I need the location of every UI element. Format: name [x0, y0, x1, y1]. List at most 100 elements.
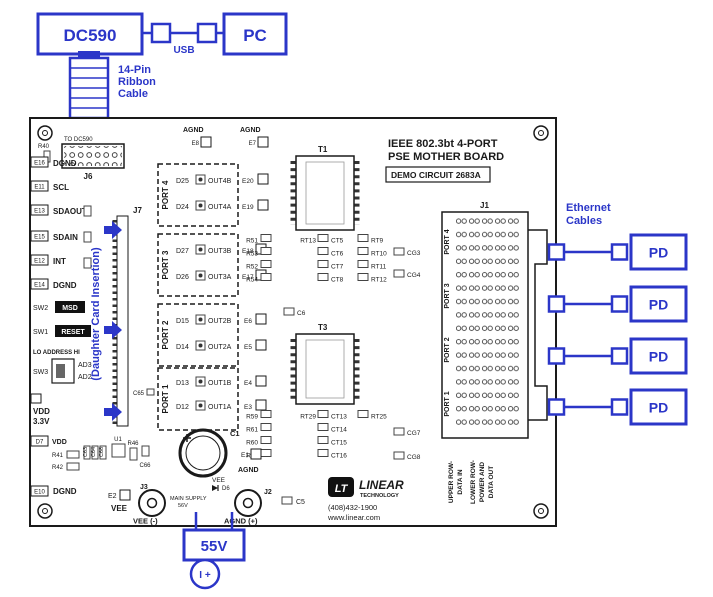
t3-label: T3 — [318, 323, 328, 332]
sw1-label: SW1 — [33, 329, 48, 336]
terminal-square — [255, 313, 267, 325]
e1-label: E1 — [241, 452, 249, 459]
r60-label: R60 — [246, 440, 258, 447]
j7-body — [116, 215, 129, 427]
bottom-components: R59 R61 R60 R62 RT29 CT13 CT14 CT15 CT16… — [246, 410, 421, 461]
insert-arrow-icon — [104, 221, 122, 239]
cap-part — [83, 445, 91, 460]
pd-label: PD — [649, 400, 668, 416]
part — [357, 234, 369, 242]
pd-label: PD — [649, 245, 668, 261]
part — [317, 436, 329, 444]
j3-label: J3 — [140, 484, 148, 491]
terminal-id: E19 — [242, 204, 254, 211]
c1-label: C1 — [230, 429, 240, 438]
rj45-plug — [610, 243, 629, 261]
led-ref: D13 — [176, 380, 189, 387]
r54-label: R54 — [246, 277, 258, 284]
agnd-c1-label: AGND — [238, 467, 259, 474]
j3-pin — [146, 497, 158, 509]
reset-label: RESET — [61, 329, 85, 336]
part — [357, 260, 369, 268]
ribbon-label-3: Cable — [118, 88, 148, 100]
j1-port2-label: PORT 2 — [444, 337, 451, 362]
j6-body — [61, 143, 125, 169]
cg8-label: CG8 — [407, 454, 421, 461]
j1-port1-label: PORT 1 — [444, 391, 451, 416]
led-dot — [198, 379, 203, 384]
msd-button — [55, 301, 85, 313]
d7-label: D7 — [36, 440, 44, 446]
terminal-square — [30, 204, 49, 216]
c63-label: C63 — [83, 447, 89, 457]
terminal-id: E6 — [244, 318, 252, 325]
r52-label: R52 — [246, 264, 258, 271]
led-ref: D12 — [176, 404, 189, 411]
port1-section: PORT 1 D13 OUT1B D12 OUT1A E4 E3 — [157, 367, 267, 431]
mounting-hole — [37, 125, 53, 141]
part — [260, 234, 272, 242]
ribbon-label-1: 14-Pin — [118, 64, 151, 76]
r41-part — [66, 450, 80, 459]
part — [260, 423, 272, 431]
part — [357, 410, 369, 418]
c5-label: C5 — [296, 499, 305, 506]
lt-logo-icon — [328, 477, 354, 497]
terminal-square — [257, 199, 269, 211]
mounting-hole — [533, 503, 549, 519]
rj45-plug — [547, 295, 566, 313]
dc590-module: DC590 — [36, 12, 144, 56]
title-line1: IEEE 802.3bt 4-PORT — [388, 138, 498, 150]
ct15-label: CT15 — [331, 440, 347, 447]
vdd2-label: VDD — [52, 439, 67, 446]
led-ref: D24 — [176, 204, 189, 211]
ribbon-label-2: Ribbon — [118, 76, 156, 88]
terminal-square — [30, 485, 49, 497]
terminal-square — [255, 399, 267, 411]
terminal-label: DGND — [53, 281, 77, 290]
terminal-id: E16 — [34, 161, 45, 167]
j1-port3-label: PORT 3 — [444, 283, 451, 308]
mounting-hole-pin — [42, 130, 48, 136]
j2-pin — [242, 497, 254, 509]
terminal-label: SDAOUT — [53, 207, 87, 216]
ct14-label: CT14 — [331, 427, 347, 434]
mounting-holes — [37, 125, 549, 519]
rt10-label: RT10 — [371, 251, 387, 258]
c1-ring — [185, 435, 221, 471]
j1-housing — [528, 229, 548, 421]
part — [393, 247, 405, 256]
led-ref: D15 — [176, 318, 189, 325]
terminal-square — [30, 254, 49, 266]
rj45-plug — [610, 295, 629, 313]
part — [393, 451, 405, 460]
terminal-square — [257, 136, 269, 148]
out-label: OUT1B — [208, 380, 232, 387]
out-label: OUT3B — [208, 248, 232, 255]
terminal-square — [119, 489, 131, 501]
vee-neg-label: VEE (-) — [133, 517, 158, 526]
part — [357, 273, 369, 281]
terminal-square — [30, 230, 49, 242]
terminal-square — [30, 278, 49, 290]
j1-connector: J1 PORT 4 PORT 3 PORT 2 PORT 1 — [441, 201, 548, 439]
part — [283, 307, 295, 316]
part — [260, 273, 272, 281]
j6-label: J6 — [84, 172, 93, 181]
pc-label: PC — [243, 26, 267, 45]
terminal-square — [255, 375, 267, 387]
pd-label: PD — [649, 349, 668, 365]
out-label: OUT4B — [208, 178, 232, 185]
part — [317, 423, 329, 431]
e2-label: E2 — [108, 493, 117, 500]
mounting-hole-pin — [42, 508, 48, 514]
rt12-label: RT12 — [371, 277, 387, 284]
cg4-label: CG4 — [407, 272, 421, 279]
small-part — [83, 205, 92, 217]
terminal-id: E11 — [34, 185, 45, 191]
t1-inner — [305, 161, 345, 225]
r53-label: R53 — [246, 251, 258, 258]
port2-section: PORT 2 D15 OUT2B D14 OUT2A E6 E5 — [157, 303, 267, 367]
pd-box-1 — [629, 233, 688, 271]
e7-label: E7 — [249, 141, 257, 147]
